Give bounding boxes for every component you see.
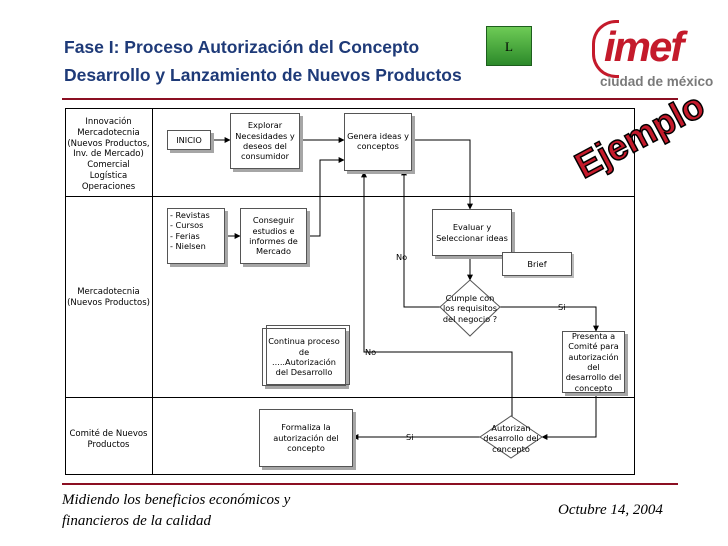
node-generar-label: Genera ideas y conceptos xyxy=(347,131,409,152)
decision-autorizan-label: Autorizan desarrollo del concepto xyxy=(483,423,539,454)
node-conseguir-label: Conseguir estudios e informes de Mercado xyxy=(249,215,298,257)
footer-left: Midiendo los beneficios económicos y fin… xyxy=(62,492,291,529)
node-inicio-label: INICIO xyxy=(176,134,202,145)
slide-badge: L xyxy=(486,26,532,66)
label-si-cumple: Si xyxy=(558,302,566,312)
lane-divider-2 xyxy=(65,397,635,398)
footer-date: Octubre 14, 2004 xyxy=(558,502,663,518)
node-continua: Continua proceso de .....Autorización de… xyxy=(262,328,346,386)
badge-label: L xyxy=(505,39,513,54)
logo-subtitle: ciudad de méxico xyxy=(600,74,714,89)
node-generar: Genera ideas y conceptos xyxy=(344,113,412,171)
node-presenta: Presenta a Comité para autorización del … xyxy=(562,331,625,393)
node-fuentes: - Revistas - Cursos - Ferias - Nielsen xyxy=(167,208,225,264)
decision-cumple-label: Cumple con los requisitos del negocio ? xyxy=(442,293,498,324)
node-explorar-label: Explorar Necesidades y deseos del consum… xyxy=(235,120,295,162)
label-si-autorizan: Si xyxy=(406,432,414,442)
node-presenta-label: Presenta a Comité para autorización del … xyxy=(565,330,622,393)
title-line-2: Desarrollo y Lanzamiento de Nuevos Produ… xyxy=(64,65,462,85)
node-evaluar: Evaluar y Seleccionar ideas xyxy=(432,209,512,256)
logo-word: imef xyxy=(604,23,684,70)
header-rule xyxy=(62,98,678,100)
node-continua-label: Continua proceso de .....Autorización de… xyxy=(268,336,340,378)
node-fuentes-label: - Revistas - Cursos - Ferias - Nielsen xyxy=(170,210,210,252)
lane-divider-1 xyxy=(65,196,635,197)
lane-header-column xyxy=(152,108,153,475)
node-conseguir: Conseguir estudios e informes de Mercado xyxy=(240,208,307,264)
node-inicio: INICIO xyxy=(167,130,211,150)
node-formaliza: Formaliza la autorización del concepto xyxy=(259,409,353,467)
node-continua-double-border xyxy=(266,325,350,385)
node-brief-label: Brief xyxy=(527,258,547,269)
lane-label-mercadotecnia: Mercadotecnia (Nuevos Productos) xyxy=(67,287,150,308)
label-no-cumple: No xyxy=(396,252,408,262)
lane-label-comite: Comité de Nuevos Productos xyxy=(69,429,148,450)
title-line-1: Fase I: Proceso Autorización del Concept… xyxy=(64,37,420,57)
node-explorar: Explorar Necesidades y deseos del consum… xyxy=(230,113,300,169)
node-brief: Brief xyxy=(502,252,572,276)
label-no-autorizan: No xyxy=(365,347,377,357)
node-evaluar-label: Evaluar y Seleccionar ideas xyxy=(436,222,508,243)
node-formaliza-label: Formaliza la autorización del concepto xyxy=(273,422,339,454)
footer-rule xyxy=(62,483,678,485)
swimlane-frame xyxy=(65,108,635,475)
lane-label-innovacion: Innovación Mercadotecnia (Nuevos Product… xyxy=(67,117,150,192)
